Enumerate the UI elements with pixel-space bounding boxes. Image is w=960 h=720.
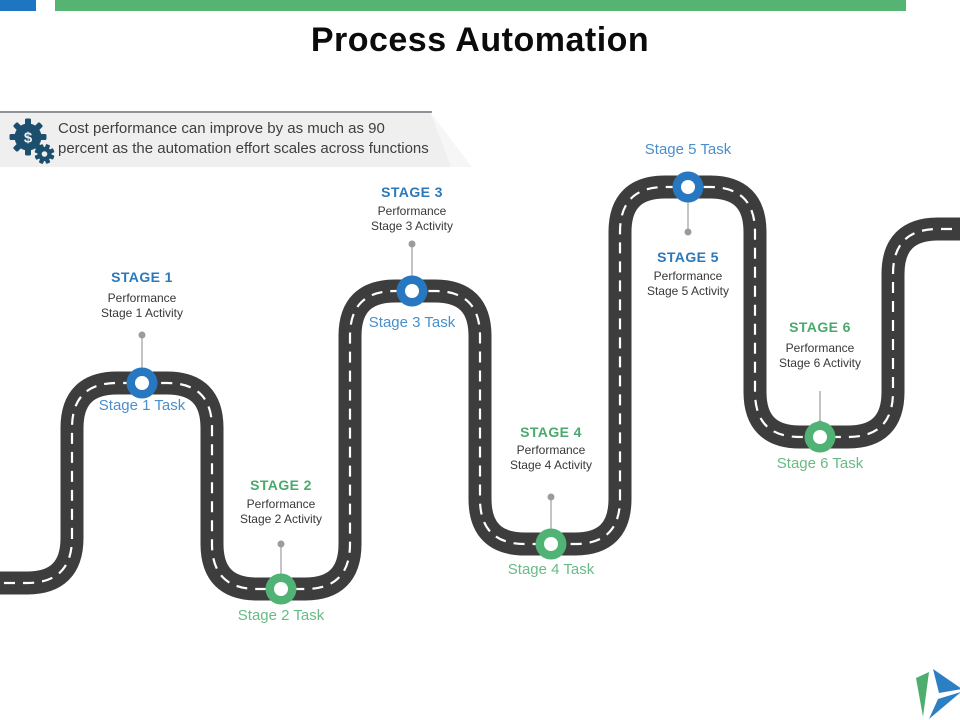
stage2-desc-line2: Stage 2 Activity	[239, 511, 323, 526]
callout-line2: percent as the automation effort scales …	[58, 140, 429, 157]
callout-text: Cost performance can improve by as much …	[58, 119, 448, 159]
top-accent-green-bar	[55, 0, 906, 11]
stage1-task-label: Stage 1 Task	[98, 397, 186, 414]
stage5-task-label: Stage 5 Task	[644, 141, 732, 158]
stage-markers	[126, 171, 836, 605]
stage3-desc-line2: Stage 3 Activity	[370, 218, 454, 233]
stage3-connector-dot	[408, 240, 416, 248]
logo-green-wedge	[916, 672, 929, 717]
stage4-task-label: Stage 4 Task	[507, 561, 595, 578]
callout-line1: Cost performance can improve by as much …	[58, 120, 385, 137]
road-centerline	[0, 185, 960, 591]
stage1-connector-dot	[138, 331, 146, 339]
stage4-desc-line1: Performance	[516, 443, 586, 457]
stage6-desc: Performance Stage 6 Activity	[735, 341, 905, 370]
small-gear-icon	[34, 144, 55, 164]
stage2-desc: Performance Stage 2 Activity	[196, 497, 366, 526]
stage5-desc-line1: Performance	[653, 269, 723, 283]
stage1-desc: Performance Stage 1 Activity	[57, 291, 227, 320]
stage4-desc-line2: Stage 4 Activity	[509, 457, 593, 472]
stage6-task-label: Stage 6 Task	[776, 455, 864, 472]
callout-top-border	[0, 111, 432, 113]
stage3-marker-hole	[405, 284, 419, 298]
stage5-heading: STAGE 5	[657, 249, 719, 265]
stage1-desc-line1: Performance	[107, 291, 177, 305]
stage6-heading: STAGE 6	[789, 319, 851, 335]
connector-lines	[141, 202, 821, 574]
stage1-marker-hole	[135, 376, 149, 390]
stage4-marker-hole	[544, 537, 558, 551]
stage5-connector-dot	[684, 228, 692, 236]
stage3-desc-line1: Performance	[377, 204, 447, 218]
stage6-desc-line2: Stage 6 Activity	[778, 355, 862, 370]
stage6-desc-line1: Performance	[785, 341, 855, 355]
stage2-heading: STAGE 2	[250, 477, 312, 493]
stage6-marker-hole	[813, 430, 827, 444]
big-gear-icon	[9, 118, 47, 156]
logo	[916, 669, 960, 719]
stage3-task-label: Stage 3 Task	[368, 314, 456, 331]
stage3-heading: STAGE 3	[381, 184, 443, 200]
stage2-task-label: Stage 2 Task	[237, 607, 325, 624]
stage5-desc: Performance Stage 5 Activity	[603, 269, 773, 298]
stage2-desc-line1: Performance	[246, 497, 316, 511]
gears-dollar-icon: $	[7, 114, 57, 166]
callout-banner: $ Cost performance can improve by as muc…	[0, 111, 480, 167]
stage4-desc: Performance Stage 4 Activity	[466, 443, 636, 472]
stage1-desc-line2: Stage 1 Activity	[100, 305, 184, 320]
stage5-marker-hole	[681, 180, 695, 194]
stage1-heading: STAGE 1	[111, 269, 173, 285]
stage2-marker-hole	[274, 582, 288, 596]
page-title: Process Automation	[310, 21, 650, 59]
top-accent-blue-bar	[0, 0, 36, 11]
stage4-heading: STAGE 4	[520, 424, 582, 440]
stage3-desc: Performance Stage 3 Activity	[327, 204, 497, 233]
logo-blue-bottom	[929, 692, 960, 719]
stage5-desc-line2: Stage 5 Activity	[646, 283, 730, 298]
stage4-connector-dot	[547, 493, 555, 501]
dollar-glyph: $	[24, 130, 33, 147]
callout-background	[0, 112, 451, 167]
stage2-connector-dot	[277, 540, 285, 548]
logo-blue-top	[933, 669, 960, 693]
